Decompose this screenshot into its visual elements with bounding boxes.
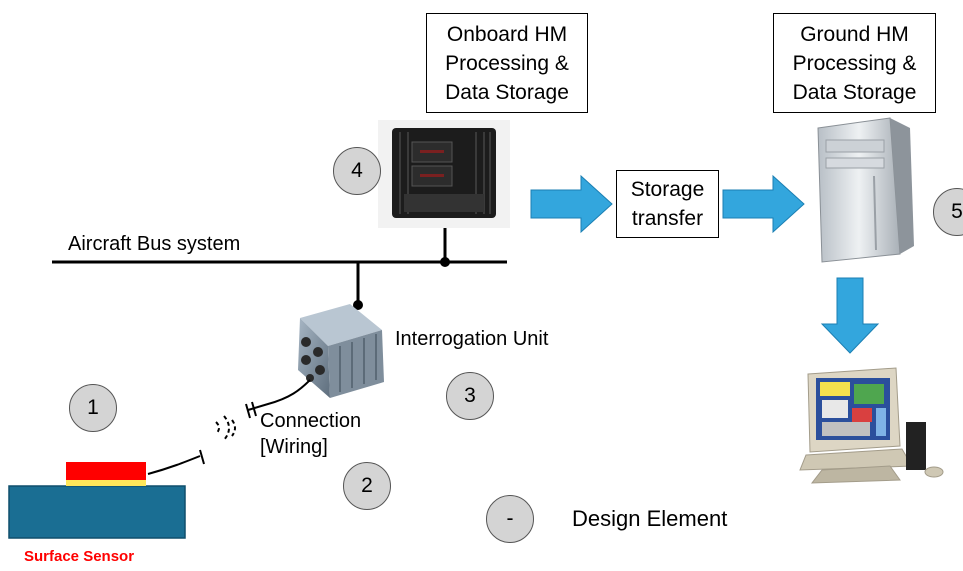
legend-marker: -	[486, 495, 534, 543]
substrate-block	[8, 485, 186, 539]
arrow-to-workstation	[820, 277, 880, 354]
storage-transfer-box: Storage transfer	[616, 170, 719, 238]
interrogation-unit-device	[298, 304, 384, 398]
arrow-to-ground	[722, 174, 805, 234]
iu-wire	[247, 379, 311, 411]
wireless-signal-icon	[215, 415, 236, 441]
marker-2: 2	[343, 462, 391, 510]
connection-wiring-label: Connection [Wiring]	[260, 410, 362, 458]
workstation-pc-device	[799, 367, 944, 484]
interrogation-unit-label: Interrogation Unit	[395, 328, 549, 350]
surface-sensor-label: Surface Sensor	[24, 548, 135, 565]
onboard-bus-node	[440, 257, 450, 267]
sensor-film	[66, 480, 146, 486]
sensor-patch	[66, 462, 146, 480]
sensor-wire-plug	[199, 449, 205, 465]
aircraft-bus-label: Aircraft Bus system	[68, 233, 241, 255]
ground-server-device	[817, 117, 914, 263]
iu-wire-plug	[245, 401, 257, 419]
legend-label: Design Element	[572, 506, 728, 531]
onboard-hm-box: Onboard HM Processing & Data Storage	[426, 13, 588, 113]
onboard-hm-device	[378, 120, 510, 228]
ground-hm-box: Ground HM Processing & Data Storage	[773, 13, 936, 113]
sensor-wire	[147, 455, 201, 475]
marker-4: 4	[333, 147, 381, 195]
marker-3: 3	[446, 372, 494, 420]
marker-1: 1	[69, 384, 117, 432]
iu-bus-node	[353, 300, 363, 310]
arrow-to-storage	[530, 174, 613, 234]
